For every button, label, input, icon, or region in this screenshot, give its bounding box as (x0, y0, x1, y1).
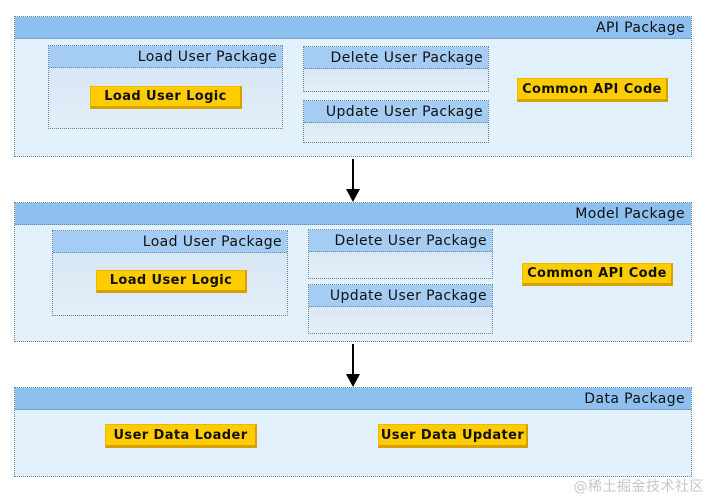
api-package-header: API Package (15, 17, 691, 39)
api-update-user-package-header: Update User Package (304, 101, 488, 123)
arrow-line (352, 159, 354, 190)
arrow-head-down-icon (346, 189, 360, 202)
model-load-user-package-box: Load User Package Load User Logic (52, 230, 288, 316)
api-package-title: API Package (595, 19, 685, 36)
api-load-user-package-box: Load User Package Load User Logic (48, 45, 283, 129)
api-update-user-package-title: Update User Package (325, 103, 483, 120)
model-load-user-logic-node: Load User Logic (96, 270, 247, 293)
api-load-user-package-header: Load User Package (49, 46, 282, 68)
arrow-line (352, 344, 354, 375)
data-package-title: Data Package (584, 390, 685, 407)
api-load-user-package-title: Load User Package (137, 48, 277, 65)
user-data-loader-node: User Data Loader (105, 424, 257, 448)
data-package-section: Data Package User Data Loader User Data … (14, 387, 692, 477)
api-common-api-code-node: Common API Code (517, 78, 668, 102)
model-update-user-package-box: Update User Package (308, 284, 493, 334)
arrow-head-down-icon (346, 374, 360, 387)
api-delete-user-package-header: Delete User Package (304, 47, 488, 69)
model-package-header: Model Package (15, 203, 691, 225)
model-package-title: Model Package (575, 205, 685, 222)
model-package-section: Model Package Load User Package Load Use… (14, 202, 692, 342)
api-package-section: API Package Load User Package Load User … (14, 16, 692, 157)
model-update-user-package-title: Update User Package (329, 287, 487, 304)
juejin-watermark: @稀土掘金技术社区 (573, 479, 704, 495)
user-data-updater-node: User Data Updater (378, 424, 528, 448)
api-delete-user-package-box: Delete User Package (303, 46, 489, 92)
model-load-user-package-title: Load User Package (142, 233, 282, 250)
api-load-user-logic-node: Load User Logic (90, 86, 242, 109)
api-update-user-package-box: Update User Package (303, 100, 489, 143)
model-load-user-package-header: Load User Package (53, 231, 287, 253)
model-delete-user-package-box: Delete User Package (308, 229, 493, 279)
model-delete-user-package-header: Delete User Package (309, 230, 492, 252)
model-update-user-package-header: Update User Package (309, 285, 492, 307)
model-delete-user-package-title: Delete User Package (334, 232, 487, 249)
model-common-api-code-node: Common API Code (522, 263, 673, 286)
data-package-header: Data Package (15, 388, 691, 410)
api-delete-user-package-title: Delete User Package (330, 49, 483, 66)
